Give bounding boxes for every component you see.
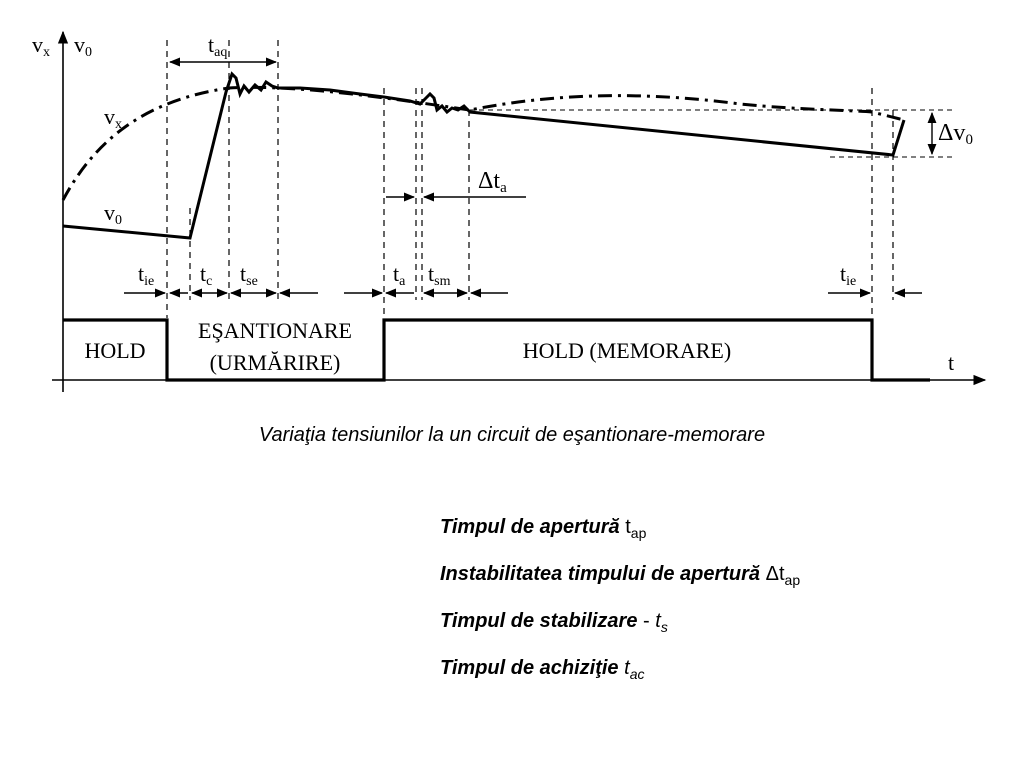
definition-term: Timpul de apertură bbox=[440, 516, 620, 538]
figure-caption: Variaţia tensiunilor la un circuit de eş… bbox=[258, 424, 766, 446]
x-axis-label-t: t bbox=[948, 350, 954, 375]
tc-label: tc bbox=[200, 261, 212, 289]
delta-v0-references bbox=[470, 109, 955, 158]
definitions-list: Timpul de apertură tap Instabilitatea ti… bbox=[440, 516, 1000, 704]
sample-hold-timing-diagram: vx v0 t vx v0 taq Δv0 Δta bbox=[32, 30, 987, 392]
vx-curve bbox=[61, 85, 905, 201]
definition-term: Timpul de achiziţie bbox=[440, 657, 619, 679]
mode-hold-label: HOLD bbox=[84, 338, 145, 363]
y-axis-label-vx: vx bbox=[32, 32, 50, 60]
control-signal-waveform bbox=[63, 318, 930, 382]
vx-curve-label: vx bbox=[104, 104, 122, 132]
mode-sample-label-line2: (URMĂRIRE) bbox=[210, 350, 341, 375]
v0-curve-label: v0 bbox=[104, 200, 122, 228]
delta-v0-label: Δv0 bbox=[938, 120, 973, 148]
ta-label: ta bbox=[393, 261, 406, 289]
mode-sample-label-line1: EŞANTIONARE bbox=[198, 318, 352, 343]
definition-symbol: Δt bbox=[765, 563, 785, 585]
definition-aperture-instability: Instabilitatea timpului de apertură Δtap bbox=[440, 563, 801, 588]
definition-symbol: t bbox=[655, 610, 661, 632]
tsm-label: tsm bbox=[428, 261, 451, 289]
definition-acquisition-time: Timpul de achiziţie tac bbox=[440, 657, 645, 682]
delta-ta-label: Δta bbox=[478, 168, 507, 196]
definition-term: Instabilitatea timpului de apertură bbox=[440, 563, 761, 585]
v0-curve bbox=[62, 71, 906, 240]
tse-label: tse bbox=[240, 261, 258, 289]
tie-left-label: tie bbox=[138, 261, 154, 289]
mode-hold-memory-label: HOLD (MEMORARE) bbox=[523, 338, 731, 363]
guide-lines bbox=[166, 40, 894, 318]
definition-term: Timpul de stabilizare bbox=[440, 610, 638, 632]
definition-symbol: t bbox=[625, 516, 631, 538]
taq-label: taq bbox=[208, 32, 227, 60]
definition-settling-time: Timpul de stabilizare - ts bbox=[440, 610, 668, 635]
y-axis-label-v0: v0 bbox=[74, 32, 92, 60]
definition-symbol: t bbox=[624, 657, 630, 679]
tie-right-label: tie bbox=[840, 261, 856, 289]
definition-aperture-time: Timpul de apertură tap bbox=[440, 516, 647, 541]
